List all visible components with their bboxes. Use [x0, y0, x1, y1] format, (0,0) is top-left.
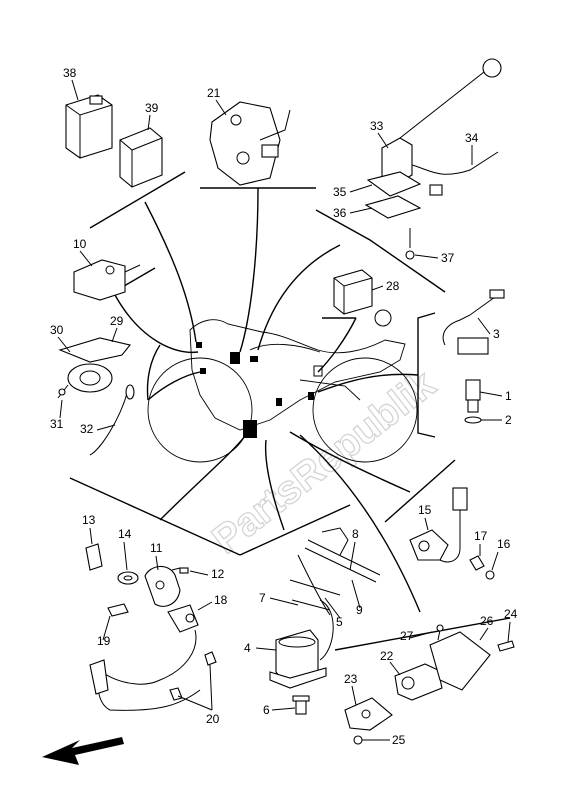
speed-sensor-15: [409, 487, 495, 580]
callout-2: 2: [505, 413, 512, 427]
callout-12: 12: [211, 567, 225, 581]
callout-35: 35: [333, 185, 347, 199]
sensor-assembly-3: [442, 289, 505, 424]
relay-39: [119, 127, 163, 188]
callout-33: 33: [370, 119, 384, 133]
callout-3: 3: [493, 327, 500, 341]
relay-38: [65, 94, 113, 159]
callout-16: 16: [497, 537, 511, 551]
callout-19: 19: [97, 634, 111, 648]
callout-36: 36: [333, 206, 347, 220]
callout-37: 37: [441, 251, 455, 265]
pickup-assembly: [85, 543, 217, 711]
callout-32: 32: [80, 422, 94, 436]
callout-10: 10: [73, 237, 87, 251]
callout-numbers: 38 39 21 33 34 35 36 37 10 28 30 29 3 1 …: [50, 66, 518, 747]
harness-hub: [196, 342, 323, 438]
callout-23: 23: [344, 672, 358, 686]
callout-9: 9: [356, 603, 363, 617]
callout-38: 38: [63, 66, 77, 80]
callout-leaders: [57, 79, 511, 741]
callout-13: 13: [82, 513, 96, 527]
callout-15: 15: [418, 503, 432, 517]
callout-14: 14: [118, 527, 132, 541]
callout-27: 27: [400, 629, 414, 643]
callout-18: 18: [214, 593, 228, 607]
callout-1: 1: [505, 389, 512, 403]
front-arrow-icon: [42, 737, 124, 765]
horn-assembly: [57, 337, 135, 456]
starter-relay-22: [344, 624, 515, 745]
relay-28: [333, 269, 392, 327]
callout-5: 5: [336, 615, 343, 629]
switch-10: [73, 259, 141, 301]
ignition-coil-4: [269, 527, 381, 715]
fuel-sender-33: [364, 58, 502, 260]
callout-7: 7: [259, 591, 266, 605]
callout-28: 28: [386, 279, 400, 293]
callout-22: 22: [380, 649, 394, 663]
callout-21: 21: [207, 86, 221, 100]
callout-24: 24: [504, 607, 518, 621]
callout-20: 20: [206, 712, 220, 726]
callout-8: 8: [352, 527, 359, 541]
callout-31: 31: [50, 417, 64, 431]
callout-39: 39: [145, 101, 159, 115]
callout-6: 6: [263, 703, 270, 717]
callout-34: 34: [465, 131, 479, 145]
callout-11: 11: [150, 541, 163, 555]
callout-17: 17: [474, 529, 488, 543]
motorcycle-outline: [147, 319, 418, 463]
ignition-unit-21: [209, 101, 291, 186]
callout-29: 29: [110, 314, 124, 328]
callout-30: 30: [50, 323, 64, 337]
callout-25: 25: [392, 733, 406, 747]
callout-4: 4: [244, 641, 251, 655]
callout-26: 26: [480, 614, 494, 628]
watermark: PartsRepublik: [204, 362, 444, 563]
group-leader-lines: [69, 171, 511, 651]
